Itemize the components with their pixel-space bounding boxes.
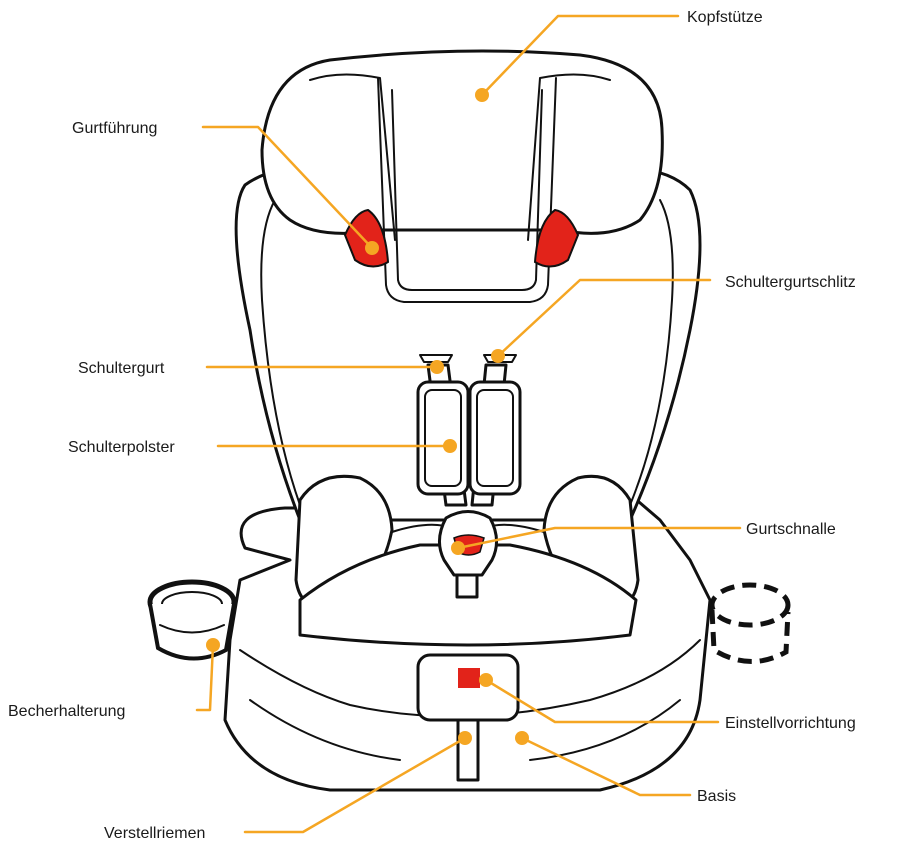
label-becherhalterung: Becherhalterung — [8, 703, 125, 720]
dot-gurtschnalle — [451, 541, 465, 555]
adjuster-button — [458, 668, 480, 688]
label-schulterpolster: Schulterpolster — [68, 439, 175, 456]
label-kopfstuetze: Kopfstütze — [687, 9, 763, 26]
dot-gurtfuehrung — [365, 241, 379, 255]
adjust-strap — [458, 720, 478, 780]
dot-basis — [515, 731, 529, 745]
dot-schultergurt — [430, 360, 444, 374]
label-basis: Basis — [697, 788, 736, 805]
label-verstellriemen: Verstellriemen — [104, 825, 205, 842]
label-einstellvorrichtung: Einstellvorrichtung — [725, 715, 856, 732]
dot-verstellriemen — [458, 731, 472, 745]
label-schultergurt: Schultergurt — [78, 360, 165, 377]
dot-schulterpolster — [443, 439, 457, 453]
dot-becherhalterung — [206, 638, 220, 652]
cup-holder-dashed — [712, 585, 788, 662]
label-gurtschnalle: Gurtschnalle — [746, 521, 836, 538]
label-gurtfuehrung: Gurtführung — [72, 120, 157, 137]
car-seat-illustration — [150, 51, 788, 790]
cup-holder — [150, 582, 234, 659]
label-schultergurtschlitz: Schultergurtschlitz — [725, 274, 856, 291]
dot-einstellvorrichtung — [479, 673, 493, 687]
dot-schultergurtschlitz — [491, 349, 505, 363]
dot-kopfstuetze — [475, 88, 489, 102]
